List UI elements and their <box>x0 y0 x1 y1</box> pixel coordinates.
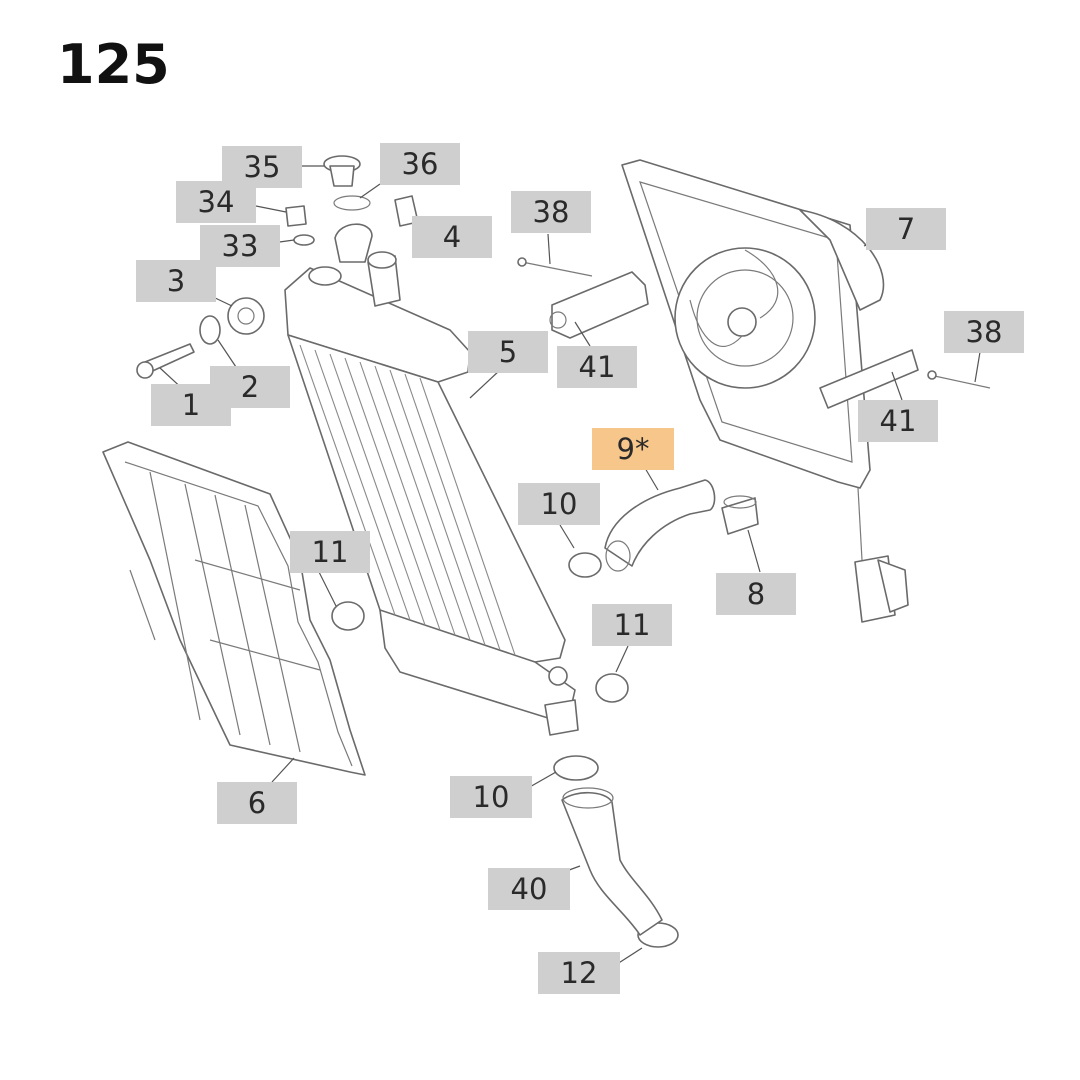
callout-number: 9* <box>617 432 650 466</box>
callout-box <box>858 400 938 442</box>
callout-number: 10 <box>473 780 510 814</box>
callout-box <box>592 604 672 646</box>
callout-number: 7 <box>897 212 915 246</box>
callout-number: 40 <box>511 872 548 906</box>
callout-10: 10 <box>518 483 600 525</box>
side-cover-part <box>102 441 366 776</box>
callout-12: 12 <box>538 952 620 994</box>
callout-box <box>716 573 796 615</box>
callout-number: 6 <box>248 786 266 820</box>
callout-11: 11 <box>290 531 370 573</box>
callout-box <box>290 531 370 573</box>
callout-35: 35 <box>222 146 302 188</box>
callout-box <box>557 346 637 388</box>
callout-number: 41 <box>579 350 616 384</box>
callout-number: 5 <box>499 335 517 369</box>
bracket-41-part <box>549 271 649 339</box>
callout-number: 3 <box>167 264 185 298</box>
callout-41: 41 <box>557 346 637 388</box>
grommet-11-part <box>331 601 629 703</box>
callout-9-star: 9* <box>592 428 674 470</box>
callout-box <box>511 191 591 233</box>
callout-number: 2 <box>241 370 259 404</box>
parts-drawing <box>102 155 991 948</box>
callout-box <box>176 181 256 223</box>
callout-36: 36 <box>380 143 460 185</box>
callout-1: 1 <box>151 384 231 426</box>
cooling-fan-part <box>621 159 919 623</box>
callout-5: 5 <box>468 331 548 373</box>
callout-box <box>518 483 600 525</box>
callout-box <box>380 143 460 185</box>
callout-6: 6 <box>217 782 297 824</box>
page-title: 125 <box>57 33 170 96</box>
callout-8: 8 <box>716 573 796 615</box>
callout-38: 38 <box>944 311 1024 353</box>
bolt-38-part <box>517 257 991 389</box>
hose-40-part <box>561 787 663 936</box>
callout-3: 3 <box>136 260 216 302</box>
callout-number: 8 <box>747 577 765 611</box>
callout-11: 11 <box>592 604 672 646</box>
callout-number: 12 <box>561 956 598 990</box>
callout-number: 35 <box>244 150 281 184</box>
callout-number: 11 <box>614 608 651 642</box>
callout-4: 4 <box>412 216 492 258</box>
callout-number: 38 <box>966 315 1003 349</box>
callout-box <box>450 776 532 818</box>
callout-number: 1 <box>182 388 200 422</box>
callout-box <box>538 952 620 994</box>
radiator-part <box>284 251 579 736</box>
callout-box <box>488 868 570 910</box>
callout-number: 38 <box>533 195 570 229</box>
hose-9-part <box>604 479 716 572</box>
callout-34: 34 <box>176 181 256 223</box>
callout-box <box>944 311 1024 353</box>
callout-10: 10 <box>450 776 532 818</box>
callout-labels: 35 36 34 33 4 3 38 7 38 5 41 2 1 41 9* 10 11 8 11 6 10 40 12 <box>136 143 1024 994</box>
hose-clamps-part <box>553 495 759 948</box>
callout-number: 11 <box>312 535 349 569</box>
callout-38: 38 <box>511 191 591 233</box>
callout-number: 34 <box>198 185 235 219</box>
callout-box <box>217 782 297 824</box>
filler-cap-part <box>285 155 419 263</box>
callout-33: 33 <box>200 225 280 267</box>
callout-number: 33 <box>222 229 259 263</box>
callout-number: 4 <box>443 220 461 254</box>
callout-box <box>866 208 946 250</box>
callout-number: 41 <box>880 404 917 438</box>
callout-box <box>468 331 548 373</box>
bolt-set-part <box>136 297 265 379</box>
callout-41: 41 <box>858 400 938 442</box>
callout-40: 40 <box>488 868 570 910</box>
callout-7: 7 <box>866 208 946 250</box>
callout-number: 36 <box>402 147 439 181</box>
callout-box <box>412 216 492 258</box>
callout-box <box>136 260 216 302</box>
callout-box <box>592 428 674 470</box>
callout-box <box>151 384 231 426</box>
callout-number: 10 <box>541 487 578 521</box>
